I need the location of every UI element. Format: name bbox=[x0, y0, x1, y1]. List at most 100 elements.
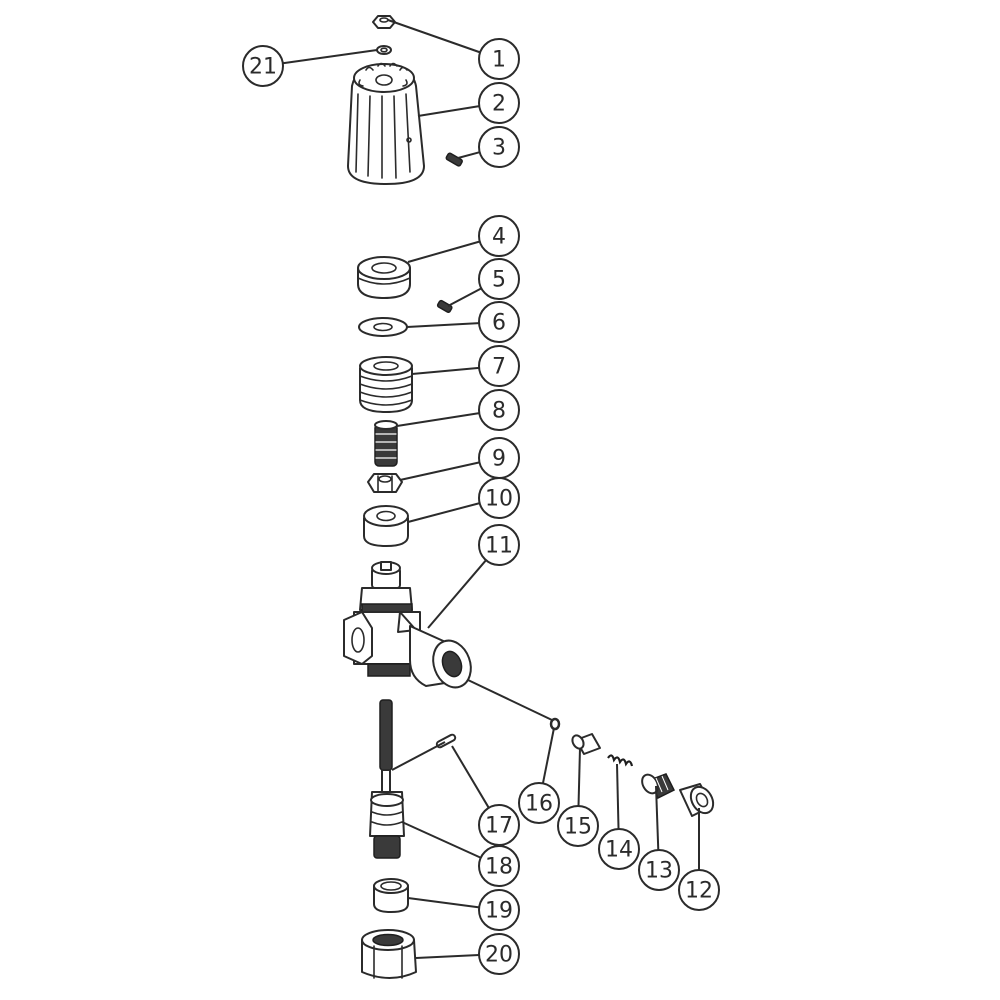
callout-number: 14 bbox=[605, 838, 633, 863]
part-3-set-screw bbox=[445, 152, 463, 167]
callout-number: 15 bbox=[564, 815, 592, 840]
callout-number: 13 bbox=[645, 859, 673, 884]
leader-line-17-extra bbox=[391, 741, 446, 771]
callout-number: 3 bbox=[492, 136, 506, 161]
part-6-washer bbox=[358, 317, 408, 337]
part-16-o-ring bbox=[549, 717, 561, 731]
callout-circle bbox=[478, 38, 520, 80]
part-14-spring bbox=[607, 754, 634, 767]
part-12-adapter bbox=[679, 783, 715, 817]
callout-19: 19 bbox=[478, 889, 520, 931]
leader-line-9 bbox=[399, 461, 480, 481]
callout-circle bbox=[478, 389, 520, 431]
leader-line-18 bbox=[401, 821, 482, 859]
callout-circle bbox=[478, 301, 520, 343]
part-19-sleeve bbox=[373, 878, 409, 913]
callout-number: 2 bbox=[492, 92, 506, 117]
leader-line-17 bbox=[451, 745, 490, 809]
callout-circle bbox=[478, 524, 520, 566]
part-21-washer bbox=[376, 45, 392, 55]
callout-6: 6 bbox=[478, 301, 520, 343]
callout-circle bbox=[598, 828, 640, 870]
callout-circle bbox=[478, 845, 520, 887]
callout-15: 15 bbox=[557, 805, 599, 847]
callout-circle bbox=[478, 126, 520, 168]
leader-line-8 bbox=[396, 412, 480, 427]
callout-13: 13 bbox=[638, 849, 680, 891]
leader-line-7 bbox=[411, 366, 480, 375]
callout-number: 1 bbox=[492, 48, 506, 73]
callout-18: 18 bbox=[478, 845, 520, 887]
callout-circle bbox=[478, 258, 520, 300]
leader-line-10 bbox=[407, 502, 480, 523]
part-8-threaded-stud bbox=[374, 420, 398, 467]
part-2-knob bbox=[347, 62, 425, 185]
part-4-collar bbox=[357, 256, 411, 299]
callout-17: 17 bbox=[478, 804, 520, 846]
part-10-bushing bbox=[363, 505, 409, 547]
callout-16: 16 bbox=[518, 782, 560, 824]
leader-lines bbox=[282, 19, 700, 959]
callout-number: 6 bbox=[492, 311, 506, 336]
callout-number: 5 bbox=[492, 268, 506, 293]
callout-circle bbox=[518, 782, 560, 824]
callout-circle bbox=[478, 933, 520, 975]
callout-circle bbox=[478, 889, 520, 931]
leader-line-1 bbox=[387, 19, 481, 54]
callout-number: 9 bbox=[492, 447, 506, 472]
leader-line-19 bbox=[407, 897, 480, 909]
callout-number: 4 bbox=[492, 225, 506, 250]
leader-line-3 bbox=[457, 151, 480, 159]
callout-4: 4 bbox=[478, 215, 520, 257]
part-5-screw bbox=[436, 299, 453, 313]
leader-line-2 bbox=[417, 105, 480, 117]
callout-12: 12 bbox=[678, 869, 720, 911]
leader-line-16 bbox=[541, 727, 555, 784]
leader-line-20 bbox=[415, 953, 480, 959]
callout-number: 20 bbox=[485, 943, 513, 968]
callout-21: 21 bbox=[242, 45, 284, 87]
callout-circle bbox=[678, 869, 720, 911]
callout-number: 10 bbox=[485, 487, 513, 512]
callout-2: 2 bbox=[478, 82, 520, 124]
callout-circle bbox=[638, 849, 680, 891]
leader-line-13 bbox=[655, 785, 660, 851]
leader-line-5 bbox=[447, 287, 482, 307]
leader-line-15 bbox=[577, 747, 581, 807]
callout-number: 11 bbox=[485, 534, 513, 559]
callout-circle bbox=[242, 45, 284, 87]
part-15-poppet bbox=[571, 733, 601, 755]
callout-7: 7 bbox=[478, 345, 520, 387]
callout-circle bbox=[478, 215, 520, 257]
callout-8: 8 bbox=[478, 389, 520, 431]
callout-number: 17 bbox=[485, 814, 513, 839]
callout-number: 12 bbox=[685, 879, 713, 904]
callout-11: 11 bbox=[478, 524, 520, 566]
callout-circle bbox=[478, 345, 520, 387]
callout-1: 1 bbox=[478, 38, 520, 80]
leader-line-21 bbox=[282, 49, 378, 65]
part-11-valve-body bbox=[343, 561, 472, 689]
callout-3: 3 bbox=[478, 126, 520, 168]
callout-9: 9 bbox=[478, 437, 520, 479]
callout-10: 10 bbox=[478, 477, 520, 519]
callout-20: 20 bbox=[478, 933, 520, 975]
callout-number: 8 bbox=[492, 399, 506, 424]
callout-number: 18 bbox=[485, 855, 513, 880]
callout-circle bbox=[478, 477, 520, 519]
part-7-spring bbox=[359, 356, 413, 413]
callout-number: 7 bbox=[492, 355, 506, 380]
part-9-hex-nut bbox=[367, 473, 403, 493]
callout-number: 16 bbox=[525, 792, 553, 817]
leader-line-11 bbox=[427, 559, 487, 629]
leader-line-14 bbox=[616, 763, 620, 830]
callout-circle bbox=[557, 805, 599, 847]
callout-number: 19 bbox=[485, 899, 513, 924]
part-20-hex-nut bbox=[361, 929, 417, 979]
callout-5: 5 bbox=[478, 258, 520, 300]
leader-line-11-extra bbox=[467, 679, 553, 721]
callout-number: 21 bbox=[249, 55, 277, 80]
callout-circle bbox=[478, 82, 520, 124]
